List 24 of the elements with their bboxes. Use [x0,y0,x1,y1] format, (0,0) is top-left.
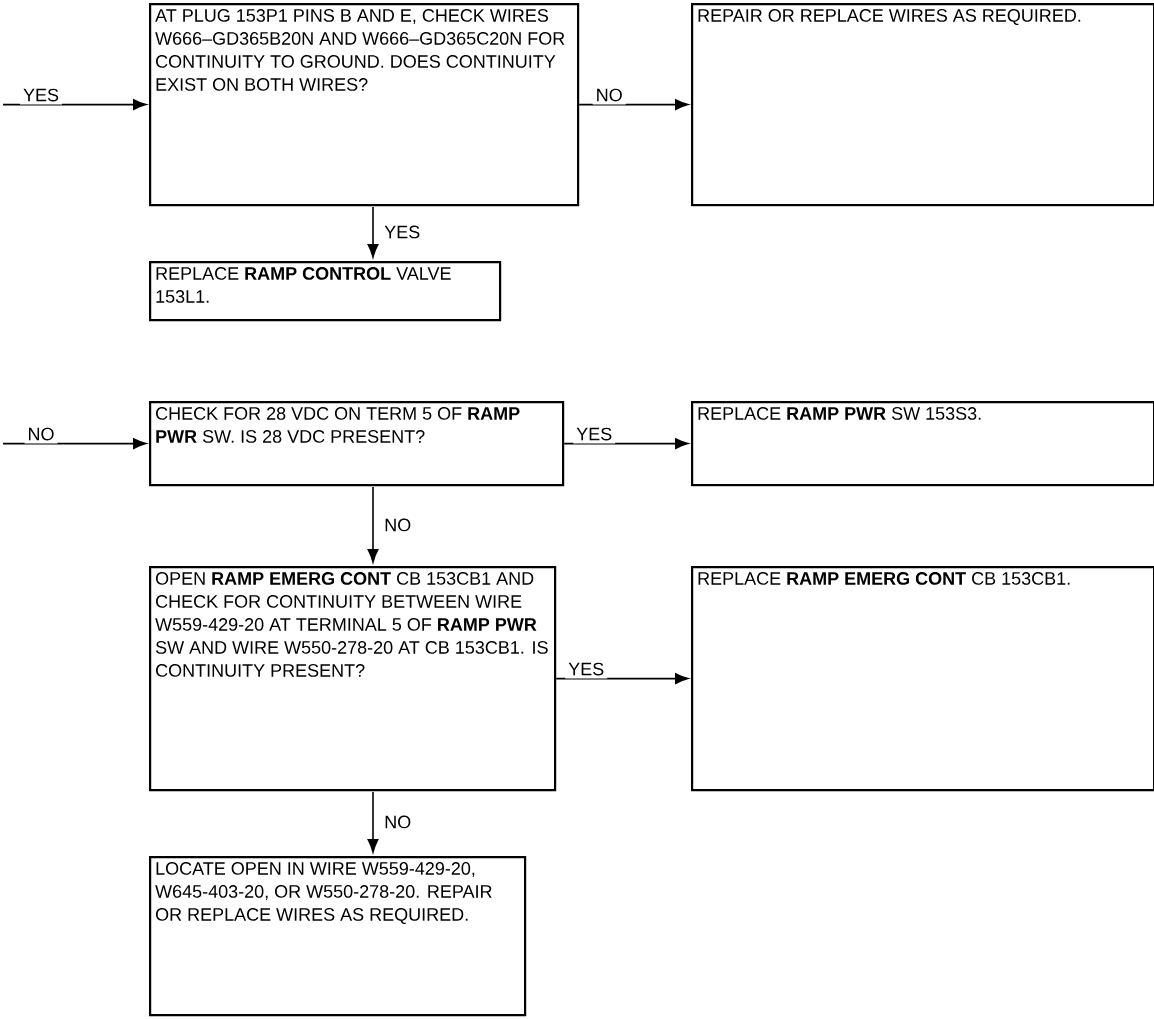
arrow [555,673,689,684]
edge-label: NO [381,812,415,832]
process-box: OPEN RAMP EMERG CONT CB 153CB1 AND CHECK FOR CONTINUITY BETWEEN WIRE W559-429-20 AT TERMINAL 5 OF RAMP PWR SW AND WIRE W550-278-20 AT CB 153CB1. IS CONTINUITY PRESENT? [149,566,557,792]
arrow [578,99,689,110]
edge-label: YES [565,659,608,679]
process-box: REPLACE RAMP CONTROL VALVE 153L1. [149,261,502,322]
process-box: LOCATE OPEN IN WIRE W559-429-20, W645-403-20, OR W550-278-20. REPAIR OR REPLACE WIRES AS REQUIRED. [149,856,527,1017]
edge-label: YES [20,85,62,105]
arrow [367,486,379,563]
process-box: REPLACE RAMP PWR SW 153S3. [691,401,1154,487]
arrow [2,438,147,449]
arrow [2,99,147,110]
edge-label: NO [24,424,58,444]
edge-label: NO [381,515,415,535]
edge-label: NO [592,85,626,105]
process-box: CHECK FOR 28 VDC ON TERM 5 OF RAMP PWR SW. IS 28 VDC PRESENT? [149,401,565,487]
process-box: REPAIR OR REPLACE WIRES AS REQUIRED. [691,3,1154,207]
edge-label: YES [381,222,424,242]
process-box: AT PLUG 153P1 PINS B AND E, CHECK WIRES W666–GD365B20N AND W666–GD365C20N FOR CONTINUITY TO GROUND. DOES CONTINUITY EXIST ON BOTH WIRES? [149,3,580,207]
process-box: REPLACE RAMP EMERG CONT CB 153CB1. [691,566,1154,792]
arrow [367,206,379,258]
arrow [367,791,379,853]
arrow [563,438,689,449]
edge-label: YES [573,424,616,444]
